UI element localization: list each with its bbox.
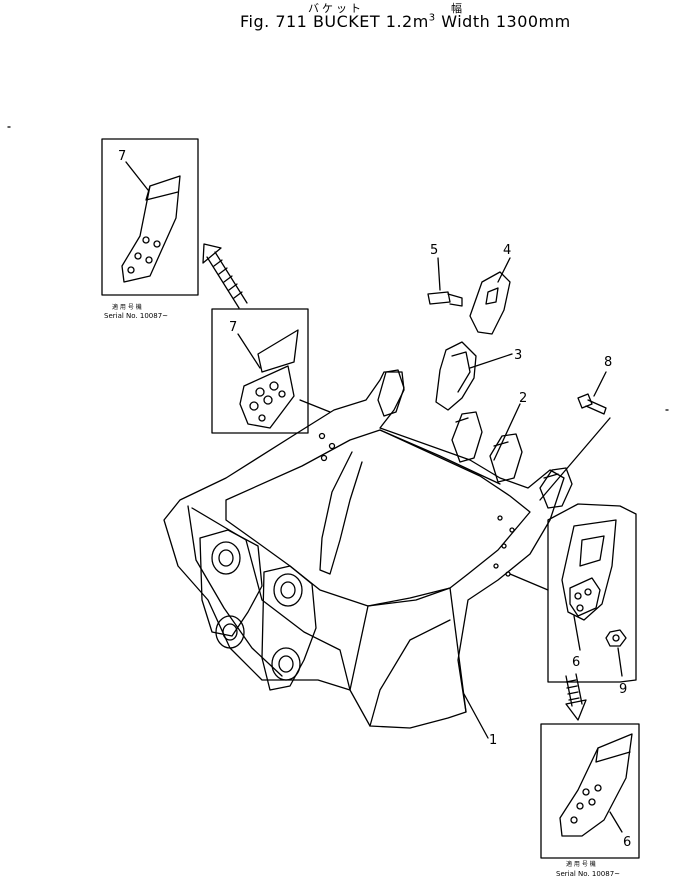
hinge-bosses bbox=[199, 529, 317, 691]
callout-9: 9 bbox=[619, 682, 627, 697]
leader-5 bbox=[437, 257, 441, 291]
leader-3 bbox=[469, 353, 513, 369]
callout-6-right: 6 bbox=[572, 655, 580, 670]
side-cutter-plate-lower bbox=[559, 733, 633, 837]
figure-title-main: Fig. 711 BUCKET 1.2m bbox=[240, 12, 429, 31]
leader-7-middle bbox=[237, 333, 261, 369]
arrow-to-lower-detail bbox=[565, 673, 587, 721]
leader-2 bbox=[493, 403, 521, 461]
serial-note-upper-jp: 適 用 号 機 bbox=[112, 303, 142, 311]
callout-1: 1 bbox=[489, 733, 497, 748]
detail-box-lower-right: 6 適 用 号 機 Serial No. 10087~ bbox=[540, 723, 640, 878]
callout-7-upper: 7 bbox=[118, 149, 126, 164]
detail-frame-right bbox=[547, 503, 637, 683]
side-cutter-plate-upper bbox=[121, 175, 181, 283]
leader-9 bbox=[617, 647, 623, 677]
leader-6-lower bbox=[609, 811, 623, 833]
figure-title: Fig. 711 BUCKET 1.2m3 Width 1300mm bbox=[240, 12, 571, 31]
callout-group-1: 1 bbox=[463, 693, 497, 748]
detail-box-middle-left: 7 bbox=[211, 308, 309, 434]
connector-middle-box bbox=[299, 399, 331, 413]
callout-7-middle: 7 bbox=[229, 320, 237, 335]
detail-box-upper-left: 7 適 用 号 機 Serial No. 10087~ bbox=[101, 138, 199, 320]
callout-2: 2 bbox=[519, 391, 527, 406]
leader-8-extension bbox=[539, 417, 611, 501]
title-japanese-width: 幅 bbox=[451, 2, 465, 15]
callout-3: 3 bbox=[514, 348, 522, 363]
detail-frame-lower bbox=[540, 723, 640, 859]
serial-note-upper: Serial No. 10087~ bbox=[104, 312, 168, 320]
callout-4: 4 bbox=[503, 243, 511, 258]
connector-right-box bbox=[509, 573, 549, 591]
detail-box-right: 6 9 bbox=[547, 503, 637, 697]
title-japanese-bucket: バケット bbox=[308, 2, 364, 15]
callout-6-lower: 6 bbox=[623, 835, 631, 850]
leader-6-right bbox=[573, 615, 581, 651]
adapter-part-4: 4 bbox=[469, 243, 511, 335]
tooth-part-3: 3 bbox=[435, 341, 522, 411]
leader-1 bbox=[463, 693, 489, 739]
arrow-to-upper-detail bbox=[202, 243, 248, 309]
side-cutter-part-6 bbox=[561, 519, 617, 621]
pin-part-5: 5 bbox=[427, 243, 463, 307]
bolt-part-8: 8 bbox=[539, 355, 612, 501]
callout-group-2: 2 bbox=[493, 391, 527, 461]
callout-5: 5 bbox=[430, 243, 438, 258]
leader-4 bbox=[497, 257, 511, 283]
serial-note-lower-jp: 適 用 号 機 bbox=[566, 860, 596, 868]
serial-note-lower: Serial No. 10087~ bbox=[556, 870, 620, 878]
leader-8 bbox=[593, 371, 607, 397]
detail-frame-middle bbox=[211, 308, 309, 434]
nut-part-9 bbox=[605, 629, 627, 647]
side-cutter-installed bbox=[239, 329, 299, 429]
callout-8: 8 bbox=[604, 355, 612, 370]
detail-frame-upper bbox=[101, 138, 199, 296]
figure-title-superscript: 3 bbox=[428, 12, 436, 24]
figure-title-width: Width 1300mm bbox=[435, 12, 571, 31]
leader-7-upper bbox=[125, 161, 149, 191]
bucket-teeth-row bbox=[377, 369, 573, 509]
